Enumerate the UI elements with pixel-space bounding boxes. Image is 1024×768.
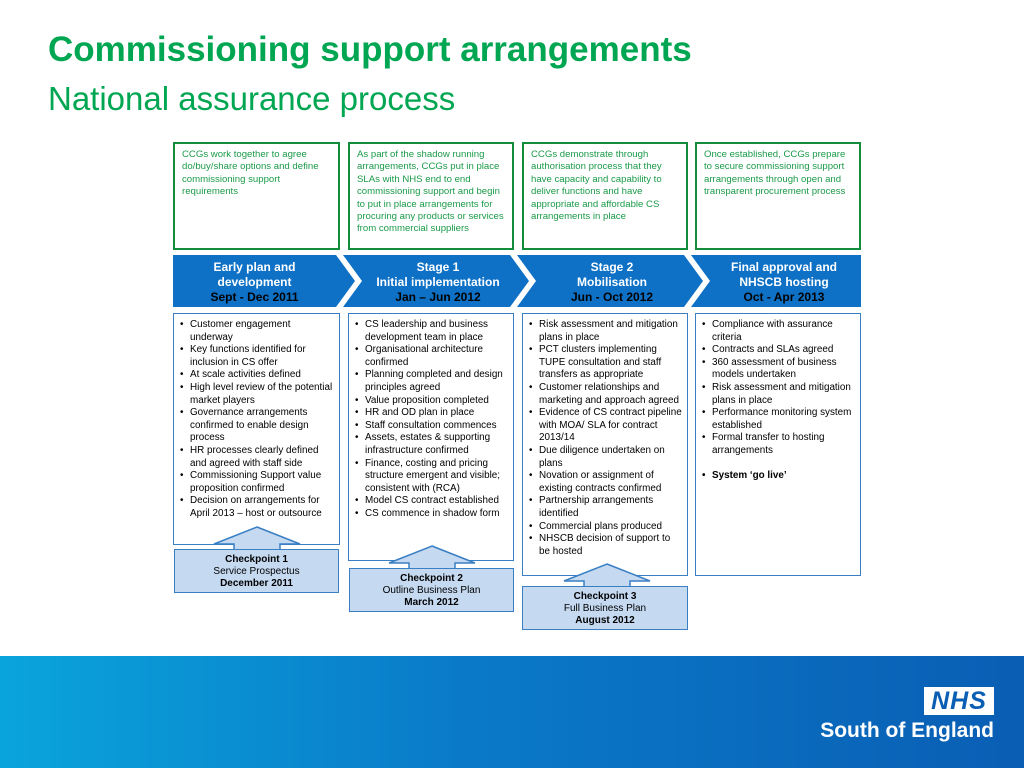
arrow-dates: Jun - Oct 2012 [570, 289, 654, 304]
checkpoint-1-box: Checkpoint 1 Service Prospectus December… [174, 549, 339, 593]
checkpoint-title: Checkpoint 1 [225, 554, 288, 565]
stage-details-final-approval: Compliance with assurance criteria Contr… [695, 313, 861, 576]
detail-item: HR and OD plan in place [355, 407, 509, 420]
page-title: Commissioning support arrangements [48, 30, 692, 69]
stage-arrow-early-plan: Early plan and development Sept - Dec 20… [173, 255, 355, 307]
detail-item: Commissioning Support value proposition … [180, 470, 335, 495]
detail-item: High level review of the potential marke… [180, 382, 335, 407]
arrow-label-line2: development [217, 274, 292, 289]
detail-item: Value proposition completed [355, 395, 509, 408]
arrow-dates: Sept - Dec 2011 [210, 289, 299, 304]
checkpoint-date: December 2011 [220, 578, 293, 589]
checkpoint-document: Outline Business Plan [382, 585, 481, 596]
detail-item: Due diligence undertaken on plans [529, 445, 683, 470]
stage-details-early-plan: Customer engagement underway Key functio… [173, 313, 340, 545]
detail-item: Customer engagement underway [180, 319, 335, 344]
arrow-dates: Jan – Jun 2012 [395, 289, 481, 304]
detail-item: Staff consultation commences [355, 420, 509, 433]
detail-item: Governance arrangements confirmed to ena… [180, 407, 335, 445]
detail-item: Planning completed and design principles… [355, 369, 509, 394]
checkpoint-1-up-arrow [213, 526, 301, 551]
detail-item: Customer relationships and marketing and… [529, 382, 683, 407]
checkpoint-date: March 2012 [404, 597, 459, 608]
stage-summary-box-stage-1: As part of the shadow running arrangemen… [348, 142, 514, 250]
stage-details-stage-1: CS leadership and business development t… [348, 313, 514, 561]
arrow-label-line1: Early plan and [213, 260, 296, 274]
checkpoint-3-box: Checkpoint 3 Full Business Plan August 2… [522, 586, 688, 630]
checkpoint-2-up-arrow [388, 545, 476, 570]
detail-item-go-live: System ‘go live’ [702, 470, 856, 483]
arrow-label-line2: Initial implementation [376, 274, 500, 289]
detail-item: HR processes clearly defined and agreed … [180, 445, 335, 470]
detail-item: Evidence of CS contract pipeline with MO… [529, 407, 683, 445]
checkpoint-document: Full Business Plan [563, 603, 647, 614]
detail-item: Formal transfer to hosting arrangements [702, 432, 856, 457]
nhs-logo: NHS [924, 687, 994, 715]
arrow-dates: Oct - Apr 2013 [743, 289, 825, 304]
footer-band [0, 656, 1024, 768]
detail-item: Key functions identified for inclusion i… [180, 344, 335, 369]
detail-item: Performance monitoring system establishe… [702, 407, 856, 432]
arrow-label-line1: Stage 2 [590, 260, 634, 274]
detail-item: Assets, estates & supporting infrastruct… [355, 432, 509, 457]
detail-item: Risk assessment and mitigation plans in … [529, 319, 683, 344]
checkpoint-date: August 2012 [575, 615, 635, 626]
detail-item: Compliance with assurance criteria [702, 319, 856, 344]
detail-item: Risk assessment and mitigation plans in … [702, 382, 856, 407]
stage-arrow-stage-2: Stage 2 Mobilisation Jun - Oct 2012 [517, 255, 703, 307]
checkpoint-2-box: Checkpoint 2 Outline Business Plan March… [349, 568, 514, 612]
detail-item: CS commence in shadow form [355, 508, 509, 521]
detail-item: Decision on arrangements for April 2013 … [180, 495, 335, 520]
arrow-label-line2: NHSCB hosting [739, 274, 829, 289]
page-subtitle: National assurance process [48, 80, 456, 117]
stage-arrow-final-approval: Final approval and NHSCB hosting Oct - A… [691, 255, 861, 307]
stage-summary-box-early-plan: CCGs work together to agree do/buy/share… [173, 142, 340, 250]
checkpoint-3-up-arrow [563, 563, 651, 588]
detail-item: CS leadership and business development t… [355, 319, 509, 344]
detail-item: Commercial plans produced [529, 521, 683, 534]
checkpoint-title: Checkpoint 3 [573, 591, 637, 602]
arrow-label-line1: Stage 1 [416, 260, 460, 274]
checkpoint-document: Service Prospectus [213, 566, 300, 577]
detail-spacer [702, 458, 856, 471]
stage-summary-box-stage-2: CCGs demonstrate through authorisation p… [522, 142, 688, 250]
stage-summary-box-final-approval: Once established, CCGs prepare to secure… [695, 142, 861, 250]
detail-item: Finance, costing and pricing structure e… [355, 458, 509, 496]
stage-arrow-stage-1: Stage 1 Initial implementation Jan – Jun… [343, 255, 529, 307]
detail-item: Organisational architecture confirmed [355, 344, 509, 369]
detail-item: Novation or assignment of existing contr… [529, 470, 683, 495]
detail-item: Partnership arrangements identified [529, 495, 683, 520]
detail-item: NHSCB decision of support to be hosted [529, 533, 683, 558]
arrow-label-line1: Final approval and [730, 260, 838, 274]
arrow-label-line2: Mobilisation [577, 274, 647, 289]
detail-item: At scale activities defined [180, 369, 335, 382]
detail-item: Contracts and SLAs agreed [702, 344, 856, 357]
detail-item: 360 assessment of business models undert… [702, 357, 856, 382]
region-name: South of England [820, 719, 994, 742]
detail-item: PCT clusters implementing TUPE consultat… [529, 344, 683, 382]
stage-details-stage-2: Risk assessment and mitigation plans in … [522, 313, 688, 576]
detail-item: Model CS contract established [355, 495, 509, 508]
checkpoint-title: Checkpoint 2 [400, 573, 463, 584]
